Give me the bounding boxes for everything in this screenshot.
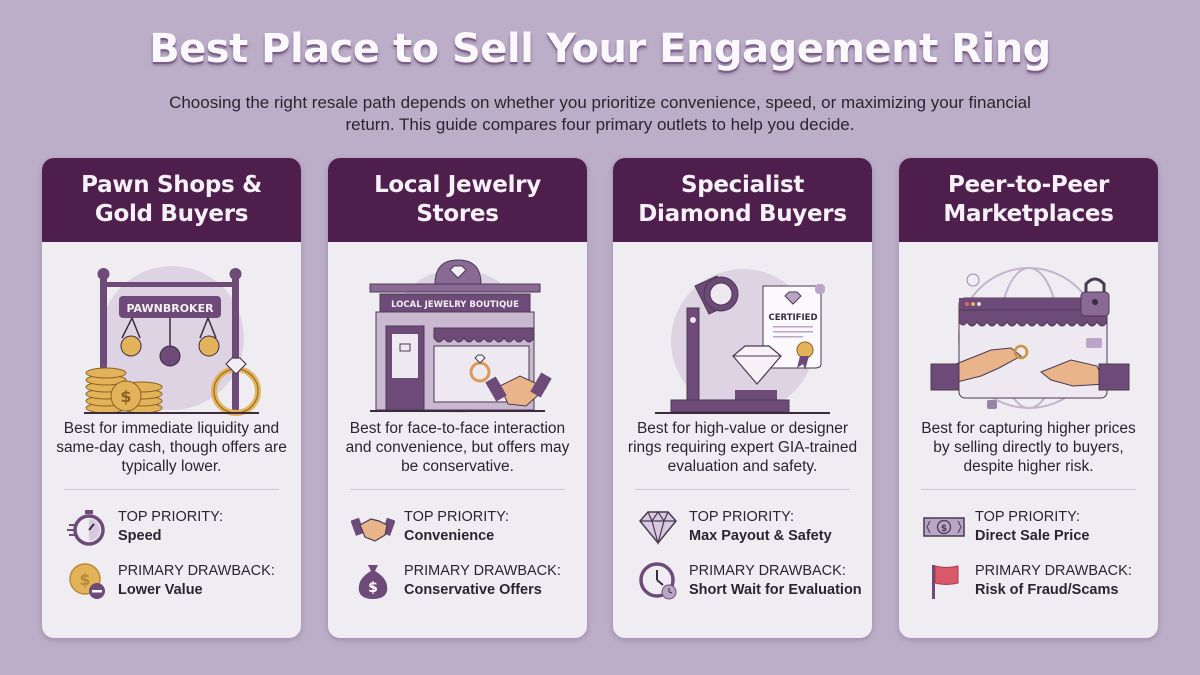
drawback-value: Lower Value: [118, 582, 203, 598]
card-header: Specialist Diamond Buyers: [613, 158, 872, 242]
top-priority-row: $ TOP PRIORITY: Direct Sale Price: [899, 502, 1158, 552]
marketplace-illustration: [899, 242, 1158, 417]
drawback-value: Short Wait for Evaluation: [689, 582, 862, 598]
svg-text:$: $: [79, 570, 90, 589]
card-header: Local Jewelry Stores: [328, 158, 587, 242]
svg-text:CERTIFIED: CERTIFIED: [769, 313, 818, 323]
card-title: Local Jewelry Stores: [374, 172, 541, 227]
card-header: Peer-to-Peer Marketplaces: [899, 158, 1158, 242]
handshake-icon: [350, 507, 396, 547]
card-header: Pawn Shops & Gold Buyers: [42, 158, 301, 242]
priority-value: Max Payout & Safety: [689, 528, 832, 544]
divider: [635, 489, 850, 490]
page-subtitle: Choosing the right resale path depends o…: [169, 93, 1031, 134]
card-title: Specialist Diamond Buyers: [638, 172, 847, 227]
drawback-label: PRIMARY DRAWBACK:: [689, 563, 846, 579]
drawback-value: Conservative Offers: [404, 582, 542, 598]
drawback-row: $ PRIMARY DRAWBACK: Conservative Offers: [328, 556, 587, 606]
divider: [921, 489, 1136, 490]
top-priority-row: TOP PRIORITY: Convenience: [328, 502, 587, 552]
loupe-certificate-illustration: CERTIFIED: [613, 242, 872, 417]
card-title: Pawn Shops & Gold Buyers: [81, 172, 262, 227]
priority-label: TOP PRIORITY:: [404, 509, 510, 525]
svg-text:$: $: [941, 524, 947, 534]
card-description: Best for immediate liquidity and same-da…: [56, 420, 287, 475]
banknote-icon: $: [921, 507, 967, 547]
card-description: Best for capturing higher prices by sell…: [921, 420, 1136, 475]
clock-icon: [635, 561, 681, 601]
storefront-illustration: LOCAL JEWELRY BOUTIQUE: [328, 242, 587, 417]
drawback-label: PRIMARY DRAWBACK:: [404, 563, 561, 579]
money-bag-icon: $: [350, 561, 396, 601]
svg-text:$: $: [368, 580, 378, 596]
red-flag-icon: [921, 561, 967, 601]
svg-text:LOCAL JEWELRY BOUTIQUE: LOCAL JEWELRY BOUTIQUE: [391, 300, 519, 310]
priority-label: TOP PRIORITY:: [689, 509, 795, 525]
card-local-jewelry: Local Jewelry Stores LOCAL JEWELRY BOUTI…: [328, 158, 587, 638]
priority-label: TOP PRIORITY:: [118, 509, 224, 525]
top-priority-row: TOP PRIORITY: Speed: [42, 502, 301, 552]
priority-value: Convenience: [404, 528, 495, 544]
divider: [350, 489, 565, 490]
pawnbroker-sign-icon: PAWNBROKER $: [84, 266, 261, 416]
priority-label: TOP PRIORITY:: [975, 509, 1081, 525]
priority-value: Speed: [118, 528, 162, 544]
pawnbroker-illustration: PAWNBROKER $: [42, 242, 301, 417]
divider: [64, 489, 279, 490]
card-pawn-shops: Pawn Shops & Gold Buyers PAWNBROKER: [42, 158, 301, 638]
loupe-diamond-icon: CERTIFIED: [655, 269, 830, 414]
top-priority-row: TOP PRIORITY: Max Payout & Safety: [613, 502, 872, 552]
card-description: Best for face-to-face interaction and co…: [345, 420, 570, 475]
card-description: Best for high-value or designer rings re…: [627, 420, 858, 475]
card-title: Peer-to-Peer Marketplaces: [943, 172, 1114, 227]
drawback-row: PRIMARY DRAWBACK: Short Wait for Evaluat…: [613, 556, 872, 606]
card-peer-to-peer: Peer-to-Peer Marketplaces: [899, 158, 1158, 638]
svg-text:$: $: [120, 387, 131, 406]
drawback-row: PRIMARY DRAWBACK: Risk of Fraud/Scams: [899, 556, 1158, 606]
drawback-label: PRIMARY DRAWBACK:: [118, 563, 275, 579]
stopwatch-icon: [64, 507, 110, 547]
svg-text:PAWNBROKER: PAWNBROKER: [126, 302, 214, 315]
page-title: Best Place to Sell Your Engagement Ring: [149, 26, 1051, 72]
drawback-value: Risk of Fraud/Scams: [975, 582, 1119, 598]
priority-value: Direct Sale Price: [975, 528, 1090, 544]
coin-minus-icon: $: [64, 561, 110, 601]
comparison-cards: Pawn Shops & Gold Buyers PAWNBROKER: [42, 158, 1158, 638]
online-marketplace-icon: [930, 267, 1130, 409]
card-specialist-diamond: Specialist Diamond Buyers CERTIFIED: [613, 158, 872, 638]
drawback-label: PRIMARY DRAWBACK:: [975, 563, 1132, 579]
diamond-icon: [635, 507, 681, 547]
storefront-icon: LOCAL JEWELRY BOUTIQUE: [369, 259, 552, 413]
drawback-row: $ PRIMARY DRAWBACK: Lower Value: [42, 556, 301, 606]
